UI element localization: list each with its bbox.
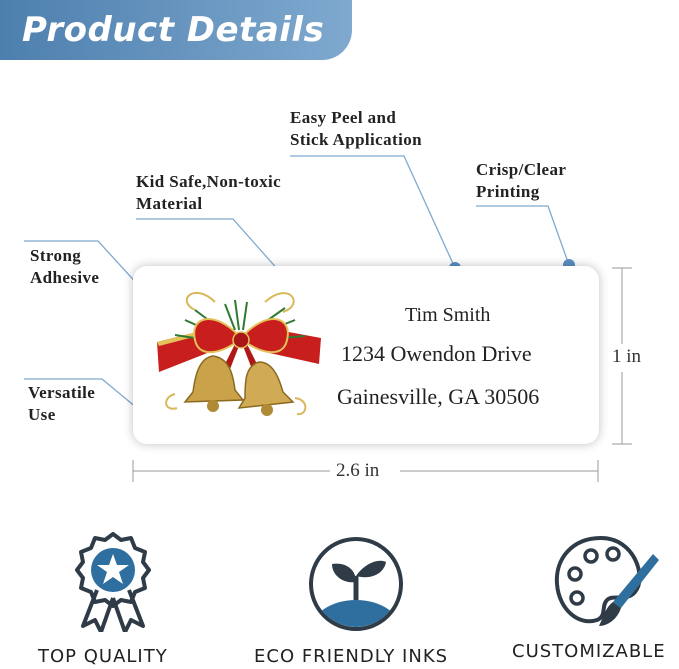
connector-kid-safe [136,218,281,273]
callout-versatile-line2: Use [28,405,56,424]
address-label-sticker: Tim Smith 1234 Owendon Drive Gainesville… [133,266,599,444]
connector-strong [24,240,141,288]
feature-eco-inks-label: ECO FRIENDLY INKS [254,646,449,667]
sprout-icon [309,537,403,631]
connector-crisp [476,205,570,266]
address-street: 1234 Owendon Drive [341,341,532,366]
callout-versatile: Versatile Use [28,382,95,426]
callout-easy-peel-line1: Easy Peel and [290,108,397,127]
callout-versatile-line1: Versatile [28,383,96,402]
callout-easy-peel-line2: Stick Application [290,130,422,149]
callout-kid-safe-line1: Kid Safe,Non-toxic [136,172,282,191]
header-banner: Product Details [0,0,352,60]
width-dimension-label: 2.6 in [336,460,380,481]
christmas-bells-icon [157,291,321,416]
callout-strong-line2: Adhesive [30,268,100,287]
height-dimension-label: 1 in [612,346,642,367]
banner-title: Product Details [22,10,325,50]
address-city: Gainesville, GA 30506 [337,384,540,409]
callout-crisp-line1: Crisp/Clear [476,160,567,179]
callout-crisp: Crisp/Clear Printing [476,159,566,203]
callout-kid-safe: Kid Safe,Non-toxic Material [136,171,281,215]
callout-easy-peel: Easy Peel and Stick Application [290,107,422,151]
connector-versatile [24,378,144,414]
feature-top-quality-label: TOP QUALITY [38,646,168,667]
address-name: Tim Smith [405,304,491,326]
award-ribbon-icon [75,532,151,632]
callout-crisp-line2: Printing [476,182,540,201]
callout-kid-safe-line2: Material [136,194,203,213]
callout-strong: Strong Adhesive [30,245,99,289]
connector-easy-peel [290,155,456,269]
callout-strong-line1: Strong [30,246,82,265]
palette-brush-icon [554,536,659,626]
feature-customizable-label: CUSTOMIZABLE [512,641,666,662]
